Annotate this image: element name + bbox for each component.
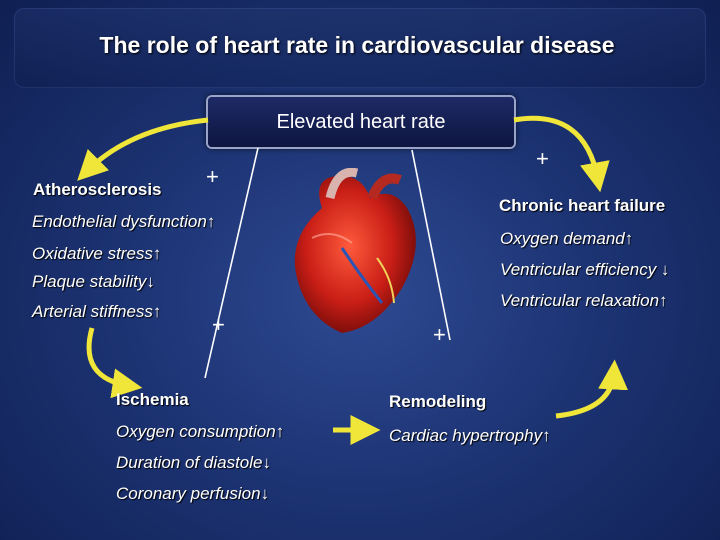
arrow-remodeling-to-heart-failure xyxy=(555,359,629,419)
heart-failure-item: Ventricular efficiency ↓ xyxy=(500,260,670,279)
plus-sign-remodeling: + xyxy=(433,322,446,347)
remodeling-header: Remodeling xyxy=(389,392,487,411)
ischemia-item: Oxygen consumption↑ xyxy=(116,422,285,441)
plus-sign-atherosclerosis: + xyxy=(206,164,219,189)
line-to-remodeling xyxy=(411,149,451,341)
remodeling-item: Cardiac hypertrophy↑ xyxy=(389,426,551,445)
elevated-heart-rate-box: Elevated heart rate xyxy=(208,97,514,147)
atherosclerosis-item: Arterial stiffness↑ xyxy=(32,302,162,321)
arrow-atherosclerosis-to-ischemia xyxy=(86,327,143,399)
line-to-ischemia xyxy=(204,147,259,379)
plus-sign-ischemia: + xyxy=(212,312,225,337)
ischemia-item: Duration of diastole↓ xyxy=(116,453,271,472)
plus-sign-heart-failure: + xyxy=(536,146,549,171)
ischemia-header: Ischemia xyxy=(116,390,189,409)
atherosclerosis-item: Plaque stability↓ xyxy=(32,272,155,291)
heart-failure-item: Oxygen demand↑ xyxy=(500,229,634,248)
arrow-to-heart-failure xyxy=(513,115,610,193)
title-bar: The role of heart rate in cardiovascular… xyxy=(14,8,706,88)
heart-failure-header: Chronic heart failure xyxy=(499,196,666,215)
heart-failure-item: Ventricular relaxation↑ xyxy=(500,291,668,310)
atherosclerosis-item: Oxidative stress↑ xyxy=(32,244,162,263)
ischemia-item: Coronary perfusion↓ xyxy=(116,484,270,503)
heart-illustration xyxy=(294,168,416,333)
page-title: The role of heart rate in cardiovascular… xyxy=(99,32,615,58)
atherosclerosis-header: Atherosclerosis xyxy=(33,180,162,199)
atherosclerosis-item: Endothelial dysfunction↑ xyxy=(32,212,216,231)
arrow-to-atherosclerosis xyxy=(77,117,209,181)
